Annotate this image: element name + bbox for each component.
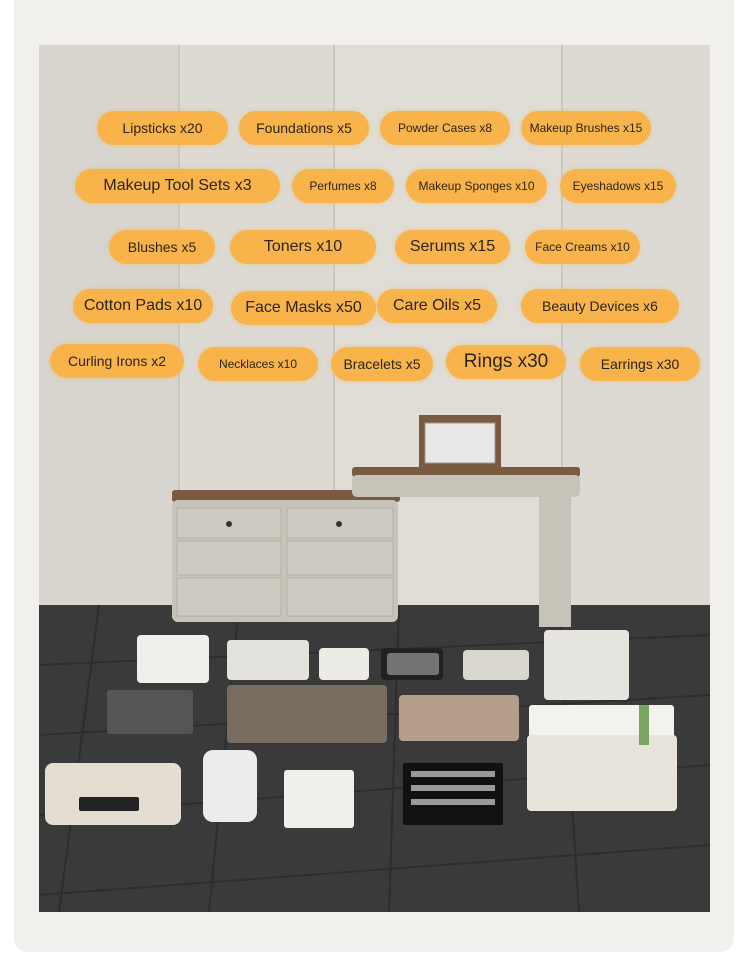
tag-earrings: Earrings x30	[580, 347, 700, 381]
tag-care-oils: Care Oils x5	[377, 289, 497, 323]
tag-curling-irons: Curling Irons x2	[50, 344, 184, 378]
tag-powder-cases: Powder Cases x8	[380, 111, 510, 145]
tag-face-masks: Face Masks x50	[231, 291, 376, 325]
tag-beauty-devices: Beauty Devices x6	[521, 289, 679, 323]
tag-rings: Rings x30	[446, 345, 566, 379]
tag-serums: Serums x15	[395, 230, 510, 264]
tag-makeup-tool-sets: Makeup Tool Sets x3	[75, 169, 280, 203]
tag-lipsticks: Lipsticks x20	[97, 111, 228, 145]
tag-necklaces: Necklaces x10	[198, 347, 318, 381]
tag-blushes: Blushes x5	[109, 230, 215, 264]
tag-makeup-brushes: Makeup Brushes x15	[521, 111, 651, 145]
tag-eyeshadows: Eyeshadows x15	[560, 169, 676, 203]
tag-perfumes: Perfumes x8	[292, 169, 394, 203]
tag-foundations: Foundations x5	[239, 111, 369, 145]
tag-face-creams: Face Creams x10	[525, 230, 640, 264]
tag-cotton-pads: Cotton Pads x10	[73, 289, 213, 323]
tag-toners: Toners x10	[230, 230, 376, 264]
tag-bracelets: Bracelets x5	[331, 347, 433, 381]
tag-makeup-sponges: Makeup Sponges x10	[406, 169, 547, 203]
product-photo: Lipsticks x20 Foundations x5 Powder Case…	[39, 45, 710, 912]
